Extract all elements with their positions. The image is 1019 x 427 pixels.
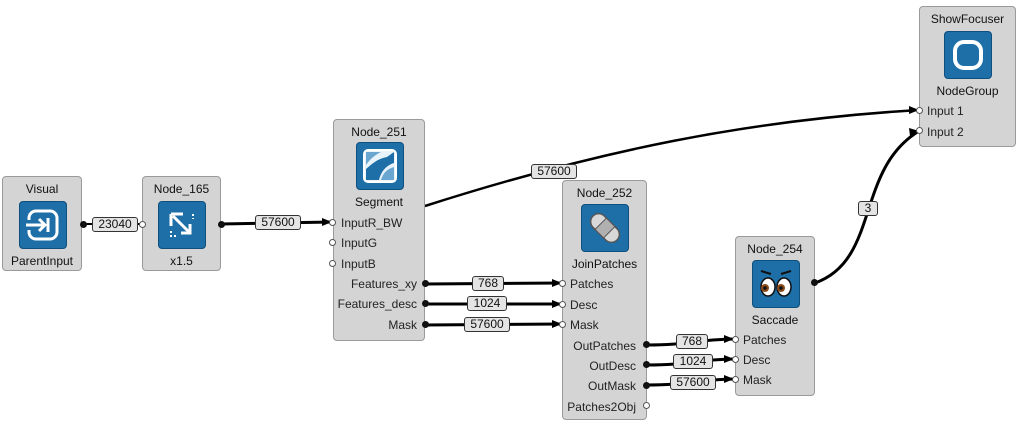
- input-port[interactable]: [732, 356, 739, 363]
- arrowhead: [322, 218, 332, 226]
- node-subtitle: JoinPatches: [571, 257, 638, 271]
- connection-badge: 768: [676, 334, 708, 349]
- node-251[interactable]: Node_251 Segment InputR_BW InputG InputB…: [333, 119, 425, 341]
- node-252[interactable]: Node_252 JoinPatches Patches Desc Mask O…: [562, 180, 647, 420]
- input-port[interactable]: [329, 219, 336, 226]
- arrowhead: [724, 375, 734, 383]
- port-features-xy: Features_xy: [350, 277, 417, 291]
- connection-badge: 57600: [255, 215, 301, 230]
- connection-badge: 3: [858, 201, 878, 216]
- port-input-2: Input 2: [927, 125, 964, 139]
- port-out-desc: OutDesc: [589, 359, 636, 373]
- port-out-patches: OutPatches: [573, 339, 636, 353]
- connection-badge: 23040: [92, 217, 138, 232]
- port-mask: Mask: [388, 318, 417, 332]
- resize-icon: [158, 201, 206, 249]
- parent-input-icon: [19, 201, 67, 249]
- port-patches2obj: Patches2Obj: [567, 400, 636, 414]
- node-subtitle: Segment: [354, 195, 404, 209]
- node-165[interactable]: Node_165 x1.5: [142, 176, 221, 271]
- node-title: Node_165: [153, 182, 210, 196]
- input-port[interactable]: [559, 301, 566, 308]
- port-input-r-bw: InputR_BW: [341, 216, 403, 230]
- arrowhead: [552, 320, 562, 328]
- output-port[interactable]: [80, 221, 87, 228]
- input-port[interactable]: [559, 280, 566, 287]
- arrowhead: [909, 106, 919, 114]
- port-desc: Desc: [570, 298, 598, 312]
- eyes-face-icon: [752, 260, 800, 308]
- input-port[interactable]: [139, 221, 146, 228]
- arrowhead: [552, 279, 562, 287]
- arrowhead: [552, 300, 562, 308]
- arrowhead: [909, 128, 919, 136]
- node-subtitle: ParentInput: [10, 254, 74, 268]
- node-title: Visual: [25, 182, 59, 196]
- output-port[interactable]: [422, 321, 429, 328]
- connection-badge: 57600: [670, 375, 716, 390]
- port-mask: Mask: [743, 373, 772, 387]
- output-port[interactable]: [422, 300, 429, 307]
- node-254[interactable]: Node_254 Saccade Patches Desc Mask: [735, 236, 815, 396]
- port-desc: Desc: [743, 353, 771, 367]
- node-subtitle: NodeGroup: [936, 84, 999, 98]
- port-input-b: InputB: [341, 257, 376, 271]
- node-title: Node_252: [576, 186, 633, 200]
- output-port[interactable]: [643, 341, 650, 348]
- node-subtitle: Saccade: [751, 313, 799, 327]
- connection-badge: 768: [472, 276, 504, 291]
- port-mask: Mask: [570, 318, 599, 332]
- input-port[interactable]: [916, 107, 923, 114]
- port-out-mask: OutMask: [587, 379, 636, 393]
- node-showfocuser[interactable]: ShowFocuser NodeGroup Input 1 Input 2: [919, 6, 1016, 147]
- ring-icon: [944, 31, 992, 79]
- input-port[interactable]: [732, 336, 739, 343]
- input-port[interactable]: [732, 376, 739, 383]
- input-port[interactable]: [329, 239, 336, 246]
- input-port[interactable]: [559, 321, 566, 328]
- connection-badge: 1024: [673, 354, 713, 369]
- node-visual[interactable]: Visual ParentInput: [2, 176, 82, 271]
- arrowhead: [724, 335, 734, 343]
- node-title: ShowFocuser: [930, 12, 1005, 26]
- output-port[interactable]: [422, 280, 429, 287]
- port-patches: Patches: [743, 333, 787, 347]
- port-input-1: Input 1: [927, 104, 964, 118]
- input-port[interactable]: [329, 260, 336, 267]
- segment-icon: [356, 142, 404, 190]
- port-patches: Patches: [570, 277, 614, 291]
- connection-badge: 57600: [531, 164, 577, 179]
- node-title: Node_254: [747, 242, 803, 256]
- node-title: Node_251: [351, 125, 407, 139]
- patch-bandage-icon: [581, 204, 629, 252]
- output-port[interactable]: [218, 221, 225, 228]
- port-input-g: InputG: [341, 236, 378, 250]
- output-port[interactable]: [643, 361, 650, 368]
- connection-badge: 57600: [464, 317, 510, 332]
- node-subtitle: x1.5: [170, 254, 193, 268]
- connection-badge: 1024: [467, 296, 507, 311]
- output-port[interactable]: [643, 402, 650, 409]
- input-port[interactable]: [916, 127, 923, 134]
- arrowhead: [724, 355, 734, 363]
- output-port[interactable]: [811, 279, 818, 286]
- output-port[interactable]: [643, 382, 650, 389]
- wire-segment-to-showfocuser-input1: [424, 108, 920, 208]
- port-features-desc: Features_desc: [337, 297, 417, 311]
